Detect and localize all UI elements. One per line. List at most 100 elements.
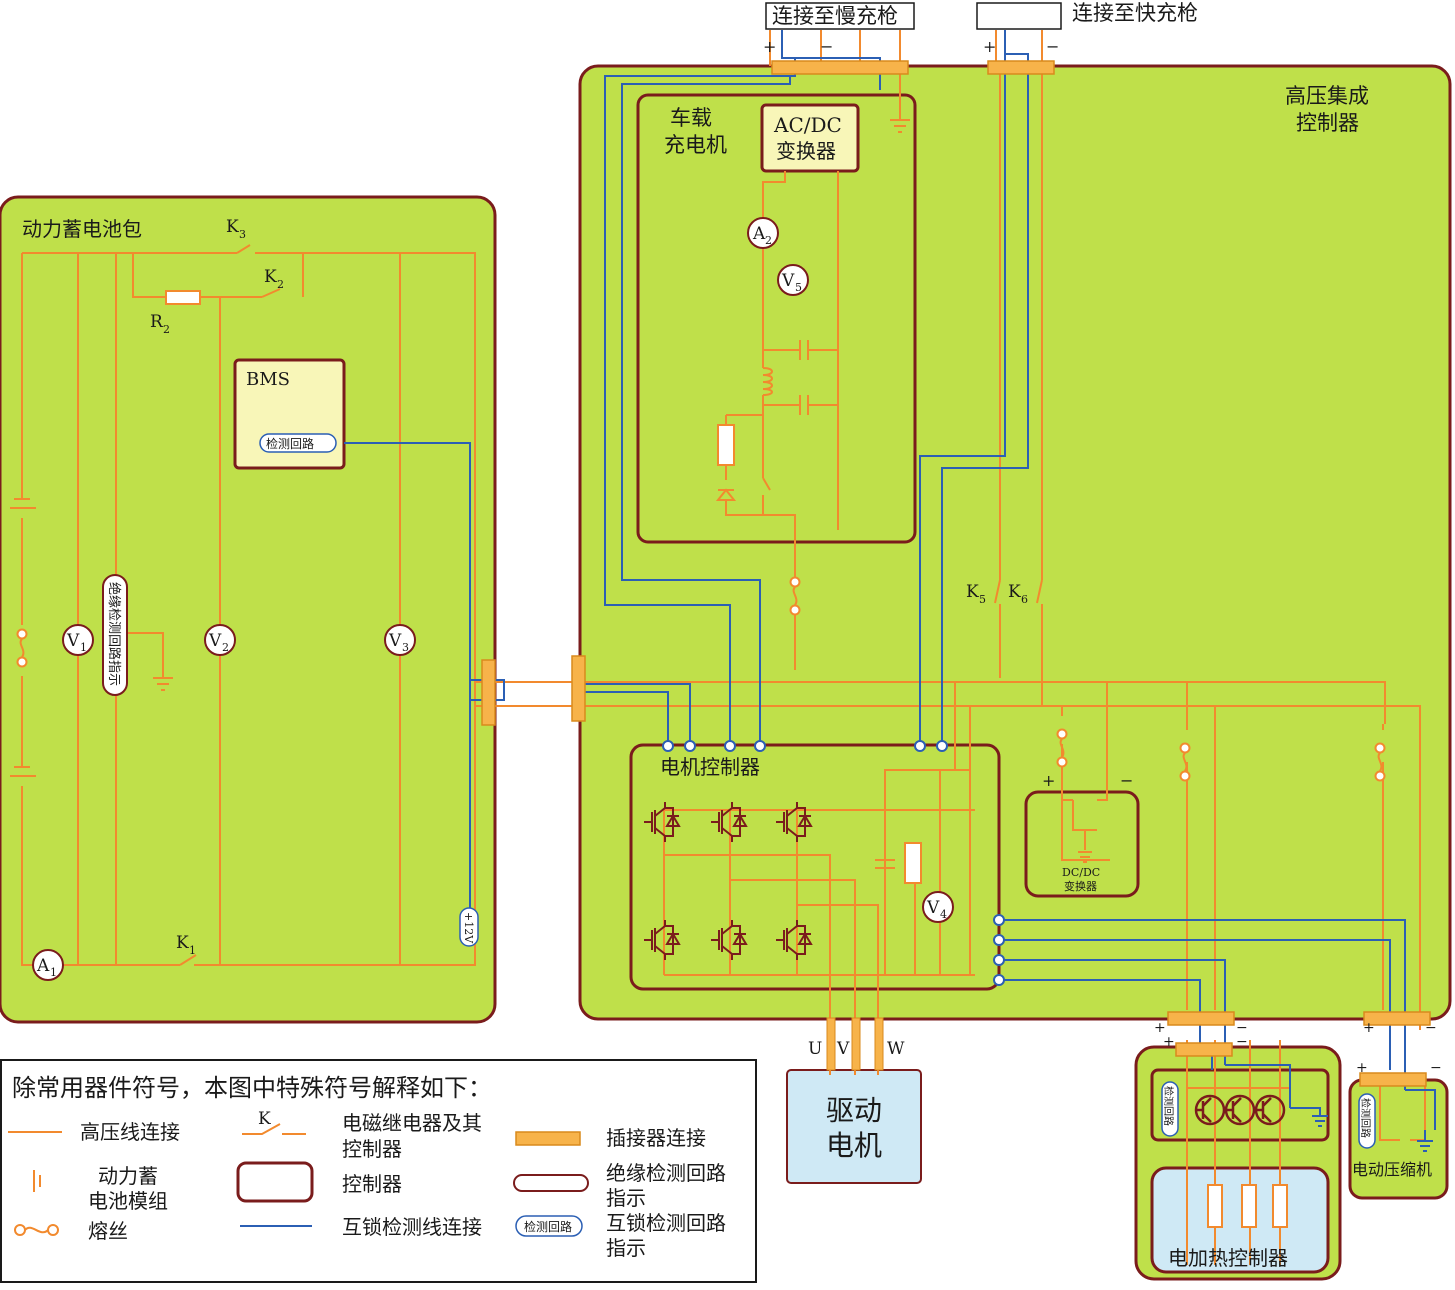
svg-text:−: − [1236,1034,1248,1050]
svg-text:K: K [226,217,239,237]
svg-text:K: K [176,933,189,953]
svg-text:检测回路: 检测回路 [266,436,314,451]
legend-interlock-line: 互锁检测线连接 [342,1215,482,1239]
svg-text:3: 3 [402,641,409,654]
svg-text:2: 2 [277,278,284,291]
dcdc-label: DC/DC [1062,866,1100,879]
legend-fuse: 熔丝 [88,1219,128,1243]
svg-text:U: U [808,1039,822,1059]
svg-text:2: 2 [163,323,170,336]
legend-insulation: 绝缘检测回路 [606,1161,726,1185]
legend-interlock-indicator: 互锁检测回路 [606,1211,726,1235]
svg-text:指示: 指示 [606,1236,646,1260]
svg-text:−: − [1236,1020,1248,1036]
legend-title: 除常用器件符号，本图中特殊符号解释如下： [12,1074,492,1102]
legend-hv-line: 高压线连接 [80,1120,180,1144]
svg-text:−: − [1425,1020,1437,1036]
onboard-charger-box [636,93,917,544]
svg-text:1: 1 [50,966,57,979]
legend-relay: 电磁继电器及其 [342,1111,482,1135]
svg-text:3: 3 [239,228,246,241]
connectors [481,60,1431,1087]
legend-battery-module: 动力蓄 [98,1164,158,1188]
svg-text:−: − [1046,37,1059,56]
svg-text:K: K [966,582,979,602]
slow-charge-label: 连接至慢充枪 [772,4,898,28]
svg-text:变换器: 变换器 [1064,879,1097,893]
svg-text:+: + [763,37,776,56]
svg-text:2: 2 [222,641,229,654]
svg-text:5: 5 [979,593,986,606]
svg-text:指示: 指示 [606,1186,646,1210]
svg-text:A: A [752,224,766,244]
svg-text:检测回路: 检测回路 [524,1219,572,1234]
svg-text:K: K [1008,582,1021,602]
svg-text:V: V [208,631,222,651]
svg-text:+: + [1154,1020,1166,1036]
motor-controller-title: 电机控制器 [660,755,760,779]
svg-text:−: − [1120,771,1133,790]
drive-motor-label: 驱动 [826,1094,882,1127]
legend-connector: 插接器连接 [606,1126,706,1150]
legend-battery-symbol [33,1170,41,1192]
svg-text:4: 4 [940,908,947,921]
svg-text:绝缘检测回路指示: 绝缘检测回路指示 [106,582,122,686]
legend-connector-symbol [515,1131,581,1146]
hv-controller-title: 高压集成 [1285,84,1369,108]
svg-text:A: A [36,956,50,976]
bms-detect-circuit [259,433,337,453]
svg-text:1: 1 [189,944,196,957]
meters: A 2 V 5 V 1 V 2 V 3 A 1 V 4 [32,217,954,981]
legend-interlock-indicator-symbol [515,1215,583,1237]
svg-text:V: V [926,898,940,918]
svg-text:1: 1 [80,641,87,654]
svg-text:K: K [258,1109,271,1129]
svg-text:+12V: +12V [462,912,475,944]
dcdc-box [1024,790,1140,898]
svg-text:控制器: 控制器 [342,1137,402,1161]
svg-text:W: W [887,1039,905,1059]
svg-text:−: − [1430,1060,1442,1076]
onboard-charger-title: 车载 [670,106,712,130]
acdc-label: AC/DC [773,113,842,137]
svg-text:5: 5 [795,281,802,294]
svg-text:+: + [1163,1034,1175,1050]
svg-text:+: + [1363,1020,1375,1036]
legend-relay-symbol: K [242,1109,306,1135]
svg-text:2: 2 [765,234,772,247]
svg-text:V: V [388,631,402,651]
legend-controller-symbol [236,1161,314,1203]
fast-charge-label: 连接至快充枪 [1072,1,1198,25]
relay-contacts [179,244,1043,966]
component-labels: K 3 K 2 R 2 K 1 K 5 K 6 [150,217,1028,957]
svg-text:6: 6 [1021,593,1028,606]
compressor-label: 电动压缩机 [1352,1160,1432,1179]
heater-resistors [1207,1184,1288,1228]
motor-controller-box [629,743,1001,991]
charger-internals [715,340,809,501]
plus12v-indicator [459,907,479,947]
svg-text:充电机: 充电机 [664,133,727,157]
hv-wires [10,30,1426,1265]
acdc-box [760,103,860,173]
insulation-indicator [102,574,128,696]
svg-text:控制器: 控制器 [1296,111,1359,135]
bms-label: BMS [246,369,290,390]
svg-text:K: K [264,267,277,287]
heater-detect-circuit [1161,1081,1179,1137]
svg-text:+: + [1042,771,1055,790]
resistor-r2 [165,290,201,305]
svg-text:电池模组: 电池模组 [88,1189,168,1213]
svg-text:变换器: 变换器 [776,139,836,163]
svg-text:V: V [836,1039,850,1059]
legend-box [0,1059,757,1283]
svg-text:R: R [150,312,164,332]
svg-text:V: V [66,631,80,651]
legend-fuse-symbol [14,1224,59,1236]
svg-text:+: + [983,37,996,56]
svg-text:检测回路: 检测回路 [1359,1098,1372,1138]
svg-text:−: − [820,37,833,56]
interlock-wires [344,30,1436,1130]
